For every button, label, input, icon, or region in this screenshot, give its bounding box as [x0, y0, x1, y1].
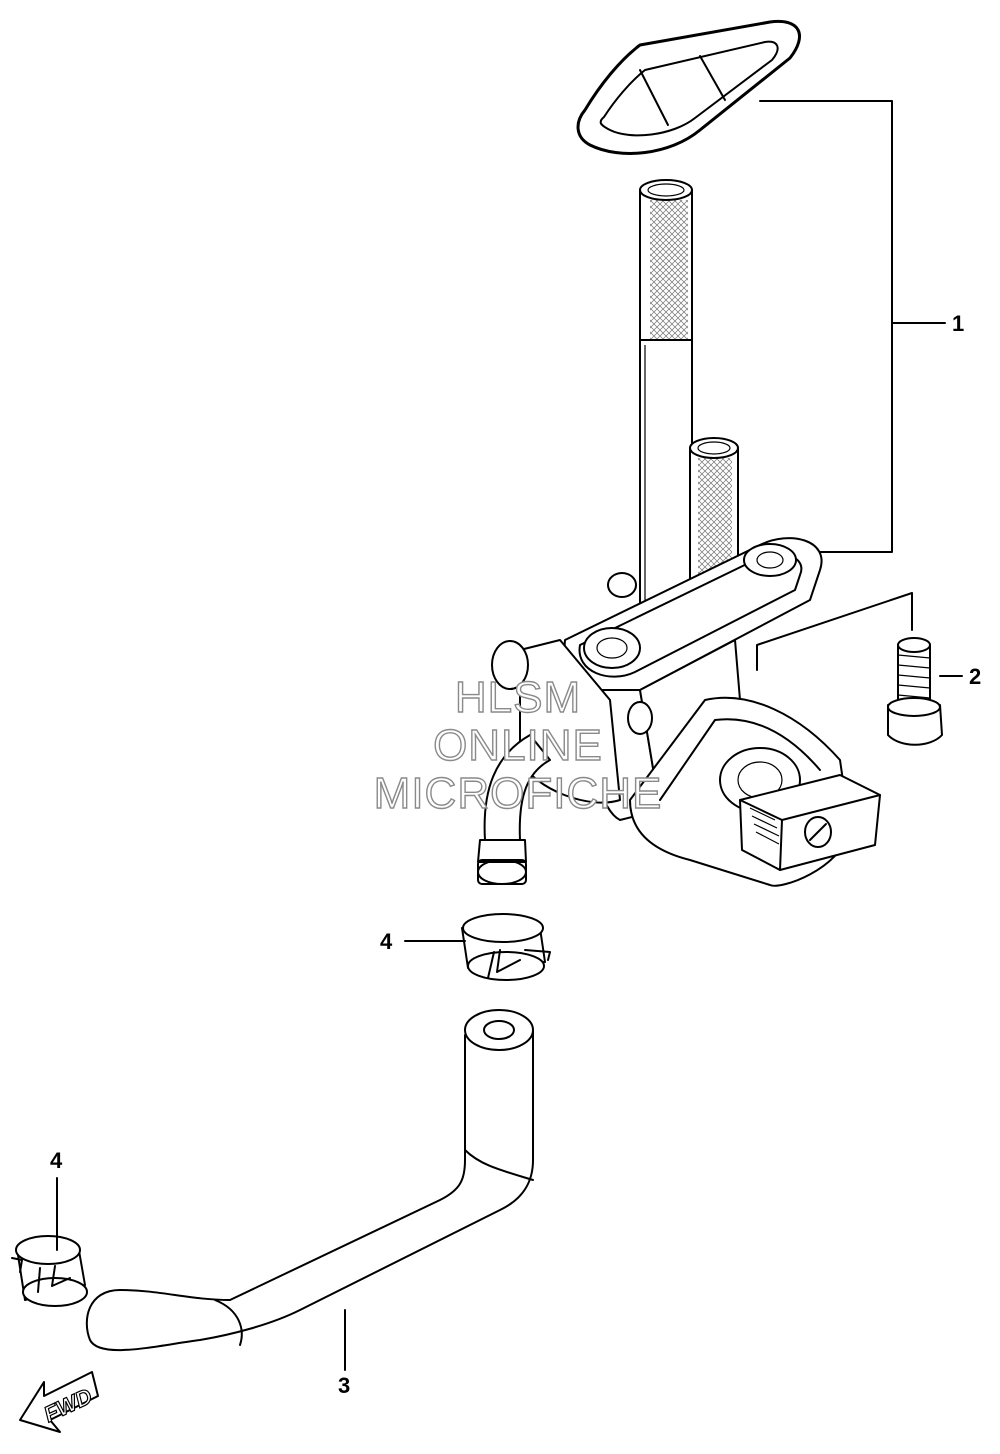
petcock-lever	[739, 774, 881, 871]
watermark-line-1: HLSM	[455, 673, 581, 722]
callout-4-upper: 4	[380, 929, 393, 954]
hose-clamp-lower	[11, 1235, 88, 1307]
callout-3: 3	[338, 1373, 350, 1398]
callout-4-lower: 4	[50, 1148, 63, 1173]
watermark: HLSM ONLINE MICROFICHE	[373, 672, 663, 818]
watermark-line-3: MICROFICHE	[374, 769, 663, 818]
fuel-pickup-tube-main	[639, 179, 693, 631]
fuel-outlet-spigot	[477, 734, 551, 885]
leader-lines	[56, 100, 963, 1371]
hose-clamp-upper	[461, 913, 551, 981]
forward-arrow-icon: FWD	[19, 1371, 99, 1433]
watermark-line-2: ONLINE	[433, 721, 603, 770]
fuel-hose	[85, 1009, 534, 1352]
bolt	[887, 637, 943, 746]
callout-2: 2	[969, 664, 981, 689]
valve-flange	[563, 537, 823, 697]
callout-1: 1	[952, 311, 964, 336]
tank-gasket	[576, 19, 801, 155]
